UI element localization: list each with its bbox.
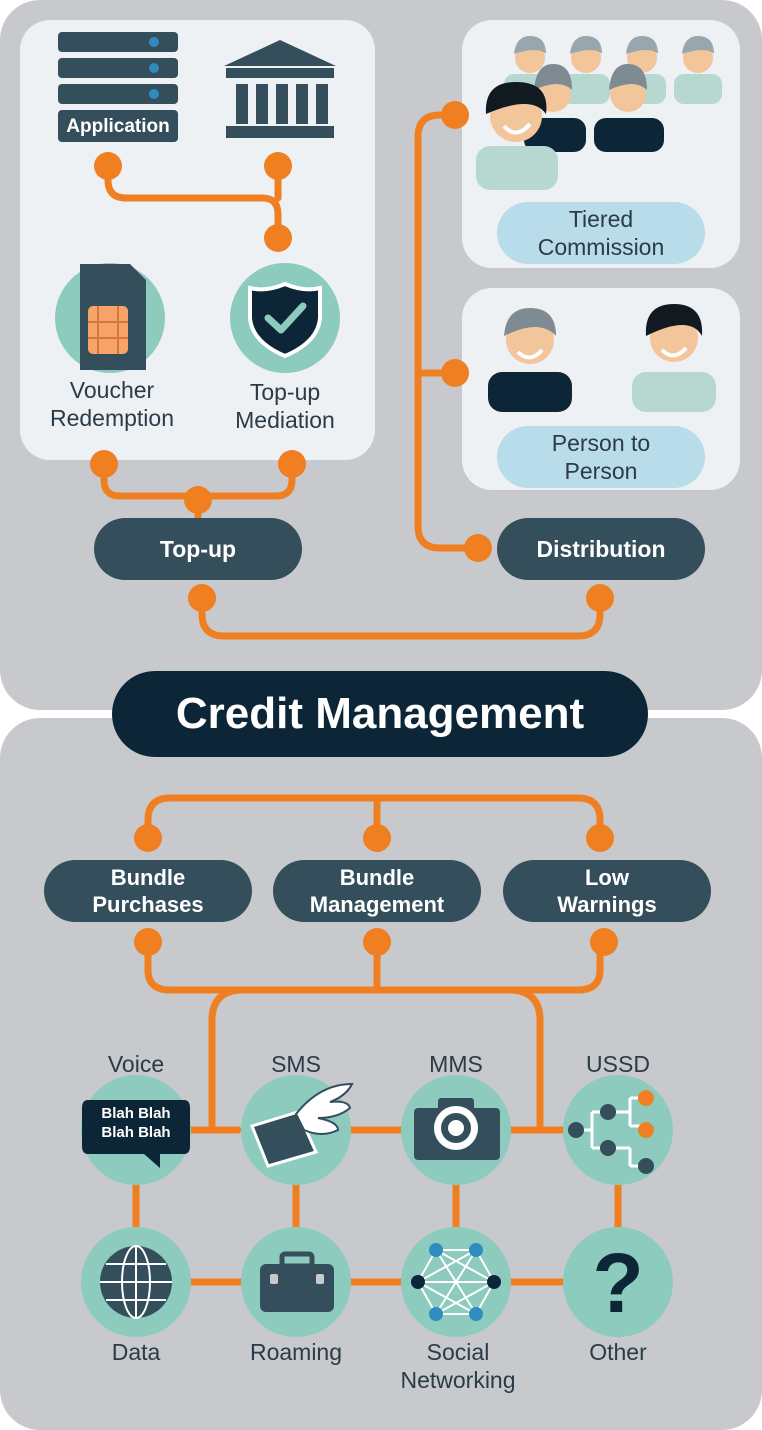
roaming-label: Roaming (249, 1339, 343, 1365)
data-label: Data (111, 1339, 161, 1365)
voice-bubble-text: Blah Blah Blah Blah (101, 1105, 171, 1141)
distribution-pill: Distribution (497, 518, 705, 580)
credit-management-title-pill: Credit Management (112, 671, 648, 757)
topup-mediation-label: Top-up Mediation (235, 379, 335, 433)
topup-pill: Top-up (94, 518, 302, 580)
sms-icon (241, 1075, 354, 1185)
voice-label: Voice (107, 1051, 165, 1077)
bottom-connectors (132, 794, 622, 1286)
bundle-management-pill: Bundle Management (273, 860, 481, 922)
sms-label: SMS (271, 1051, 321, 1077)
ussd-label: USSD (586, 1051, 650, 1077)
tiered-commission-label: Tiered Commission (537, 206, 665, 260)
globe-icon (81, 1227, 191, 1337)
svg-text:?: ? (592, 1236, 643, 1330)
top-connector-dots (90, 101, 614, 612)
person-to-person-badge: Person to Person (497, 426, 705, 488)
camera-icon (401, 1075, 511, 1185)
topup-pill-label: Top-up (159, 535, 237, 562)
suitcase-icon (241, 1227, 351, 1337)
shield-icon (230, 263, 340, 373)
two-people-icon (488, 304, 716, 412)
question-mark-icon: ? (563, 1227, 673, 1337)
low-warnings-pill: Low Warnings (503, 860, 711, 922)
person-to-person-label: Person to Person (551, 430, 651, 484)
bundle-purchases-pill: Bundle Purchases (44, 860, 252, 922)
top-connectors (100, 111, 604, 640)
ussd-tree-icon (563, 1075, 673, 1185)
bundle-purchases-label: Bundle Purchases (92, 865, 204, 917)
social-networking-label: Social Networking (400, 1339, 516, 1393)
sim-card-icon (55, 263, 165, 373)
bundle-management-label: Bundle Management (309, 865, 445, 917)
low-warnings-label: Low Warnings (557, 865, 657, 917)
voucher-redemption-label: Voucher Redemption (49, 377, 175, 431)
mms-label: MMS (429, 1051, 483, 1077)
bottom-connector-dots (134, 824, 618, 956)
server-icon (58, 32, 178, 142)
distribution-pill-label: Distribution (536, 535, 666, 562)
other-label: Other (589, 1339, 647, 1365)
network-icon (401, 1227, 511, 1337)
page-title: Credit Management (175, 689, 585, 738)
bank-icon (224, 40, 336, 138)
voice-icon (81, 1075, 191, 1185)
people-group-icon (476, 36, 722, 190)
tiered-commission-badge: Tiered Commission (497, 202, 705, 264)
application-label: Application (66, 116, 169, 137)
